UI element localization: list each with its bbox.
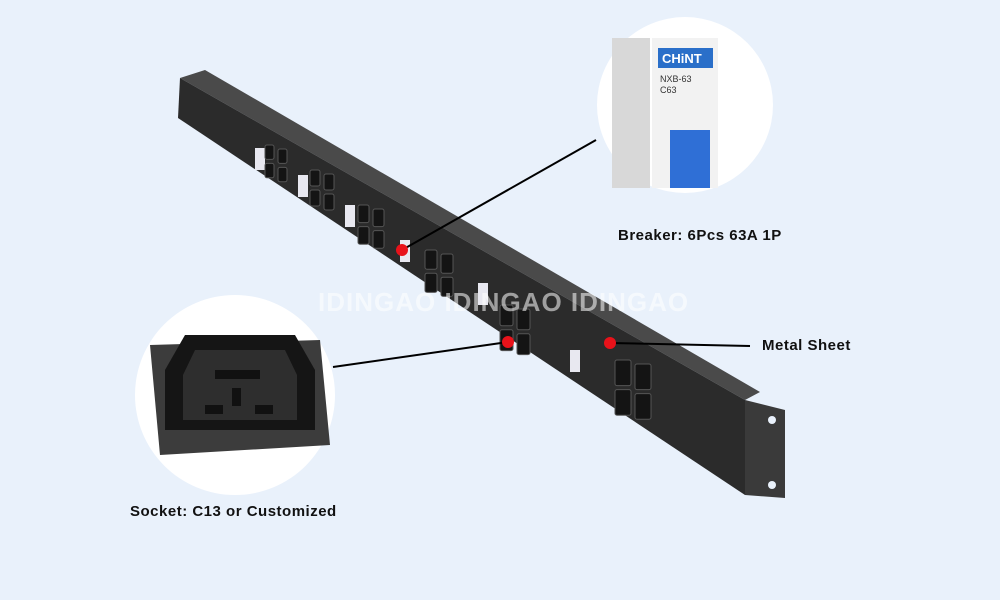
c13-socket	[357, 204, 370, 224]
svg-text:C63: C63	[660, 85, 677, 95]
c13-socket	[357, 226, 370, 245]
c13-socket	[614, 389, 632, 416]
c13-socket	[372, 208, 385, 228]
mounting-bracket	[745, 400, 785, 498]
breaker-marker-dot	[396, 244, 408, 256]
c13-socket	[264, 162, 275, 179]
breaker-handle	[670, 130, 710, 188]
c13-socket	[264, 144, 275, 160]
leader-lines	[332, 139, 751, 368]
breaker-switch	[478, 283, 488, 305]
c13-socket	[440, 276, 454, 297]
c13-socket	[277, 148, 288, 164]
c13-socket	[309, 189, 321, 207]
c13-socket	[372, 230, 385, 249]
breaker-switch	[570, 350, 580, 372]
c13-socket	[634, 393, 652, 420]
socket-label: Socket: C13 or Customized	[130, 503, 337, 520]
c13-socket	[634, 363, 652, 391]
c13-socket	[277, 166, 288, 183]
c13-socket	[614, 359, 632, 387]
c13-socket	[424, 272, 438, 293]
metal-sheet-label: Metal Sheet	[762, 337, 851, 354]
c13-socket	[499, 304, 514, 327]
breaker-label: Breaker: 6Pcs 63A 1P	[618, 227, 782, 244]
breaker-closeup: CHiNT NXB-63 C63	[597, 17, 773, 193]
svg-text:NXB-63: NXB-63	[660, 74, 692, 84]
breaker-switch	[298, 175, 308, 197]
c13-socket	[516, 333, 531, 356]
c13-socket	[323, 173, 335, 191]
metal-marker-dot	[604, 337, 616, 349]
c13-socket	[440, 253, 454, 274]
c13-socket	[323, 193, 335, 211]
socket-closeup	[135, 295, 335, 495]
c13-socket	[309, 169, 321, 187]
watermark: IDINGAO IDINGAO IDINGAO	[318, 287, 690, 317]
c13-socket	[424, 249, 438, 270]
socket-marker-dot	[502, 336, 514, 348]
breaker-switch	[255, 148, 265, 170]
breaker-switch	[345, 205, 355, 227]
c13-socket	[516, 308, 531, 331]
svg-text:CHiNT: CHiNT	[662, 51, 702, 66]
